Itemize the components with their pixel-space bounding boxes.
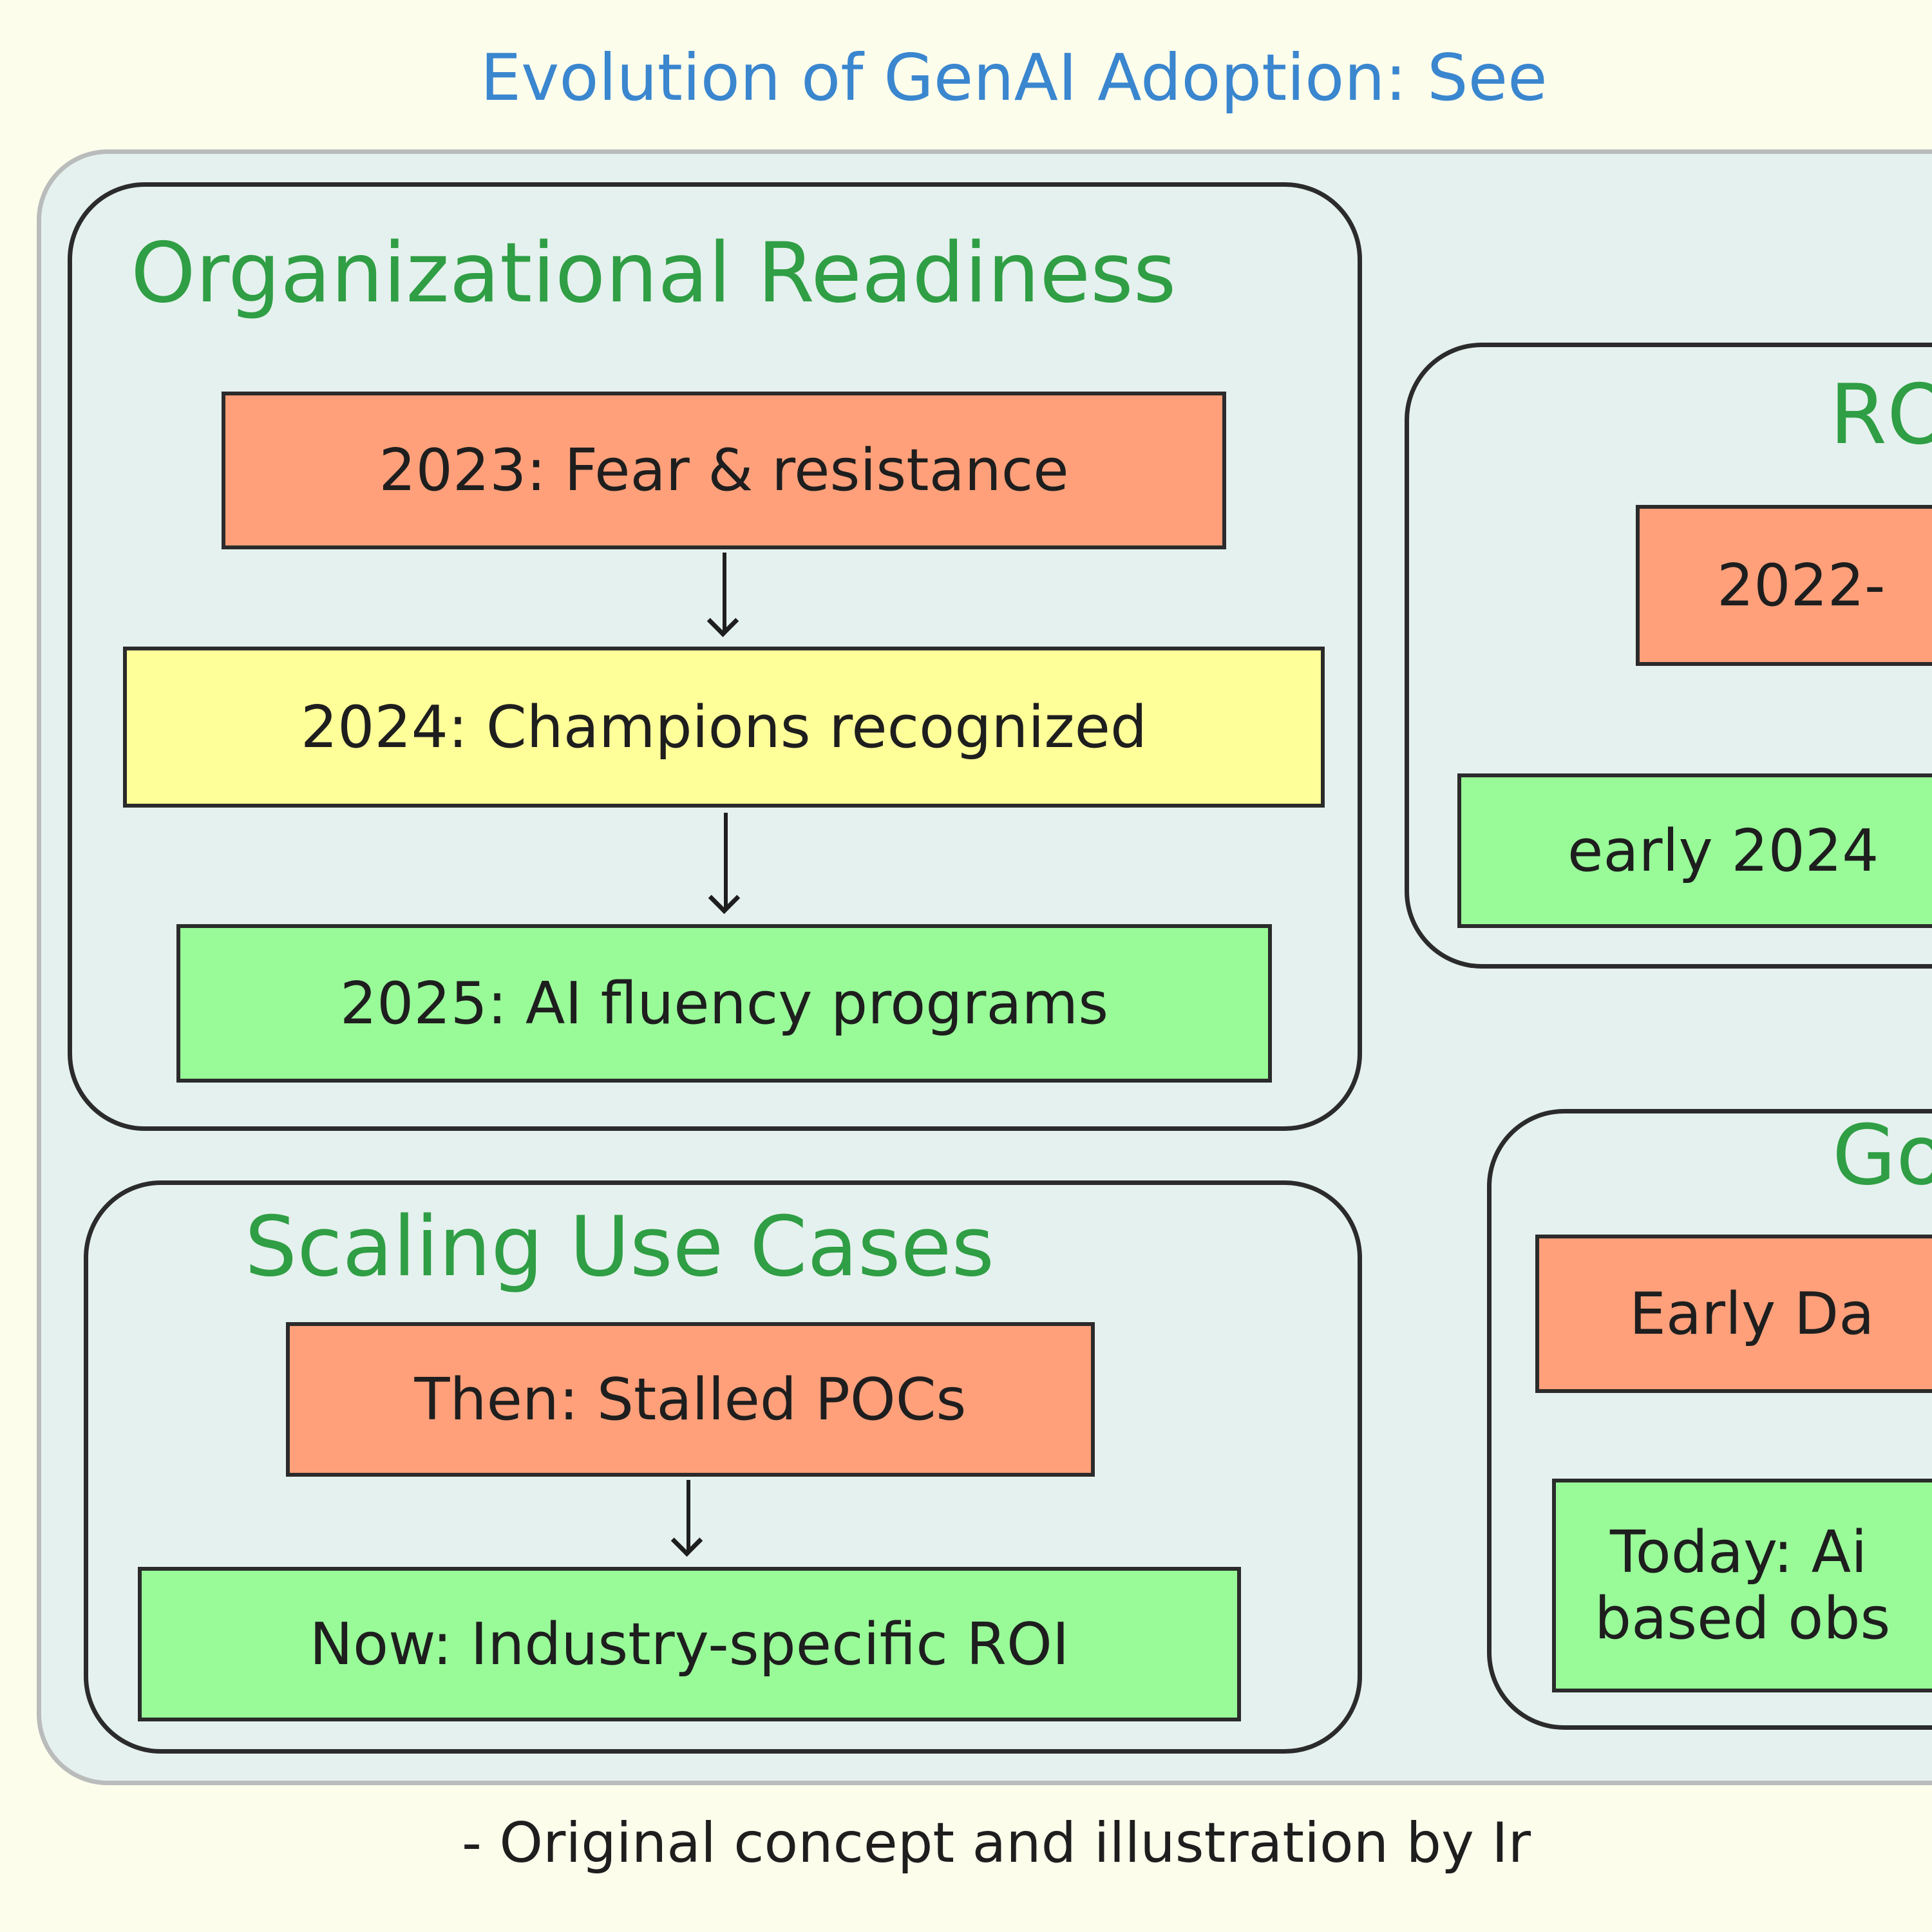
- governance-then-box: Early Da: [1535, 1235, 1932, 1393]
- roi-now-text: early 2024: [1567, 817, 1879, 885]
- readiness-2024-box: 2024: Champions recognized: [123, 647, 1325, 808]
- group-title-readiness: Organizational Readiness: [131, 225, 1177, 321]
- governance-now-text-line2: based obs: [1595, 1585, 1891, 1653]
- roi-now-box: early 2024: [1457, 773, 1932, 928]
- arrow-down-icon: [723, 553, 726, 631]
- arrow-down-icon: [724, 813, 728, 908]
- group-roi: [1405, 343, 1932, 969]
- governance-now-box: Today: Ai based obs: [1552, 1479, 1932, 1692]
- group-governance: [1487, 1109, 1932, 1730]
- readiness-2023-box: 2023: Fear & resistance: [222, 392, 1226, 549]
- group-organizational-readiness: [68, 182, 1362, 1131]
- attribution-footer: - Original concept and illustration by I…: [462, 1811, 1531, 1875]
- readiness-2025-box: 2025: AI fluency programs: [176, 924, 1272, 1083]
- governance-now-text-line1: Today: Ai: [1610, 1518, 1868, 1586]
- group-title-scaling: Scaling Use Cases: [245, 1199, 994, 1295]
- scaling-now-box: Now: Industry-specific ROI: [138, 1567, 1241, 1721]
- diagram-title: Evolution of GenAI Adoption: See: [480, 40, 1548, 115]
- roi-then-text: 2022-: [1717, 551, 1886, 620]
- group-title-roi: RO: [1830, 367, 1932, 463]
- scaling-then-box: Then: Stalled POCs: [286, 1322, 1095, 1477]
- group-title-governance: Go: [1832, 1108, 1932, 1204]
- arrow-down-icon: [687, 1480, 690, 1551]
- governance-then-text: Early Da: [1629, 1280, 1875, 1348]
- group-scaling-use-cases: [84, 1180, 1362, 1754]
- roi-then-box: 2022-: [1636, 505, 1932, 666]
